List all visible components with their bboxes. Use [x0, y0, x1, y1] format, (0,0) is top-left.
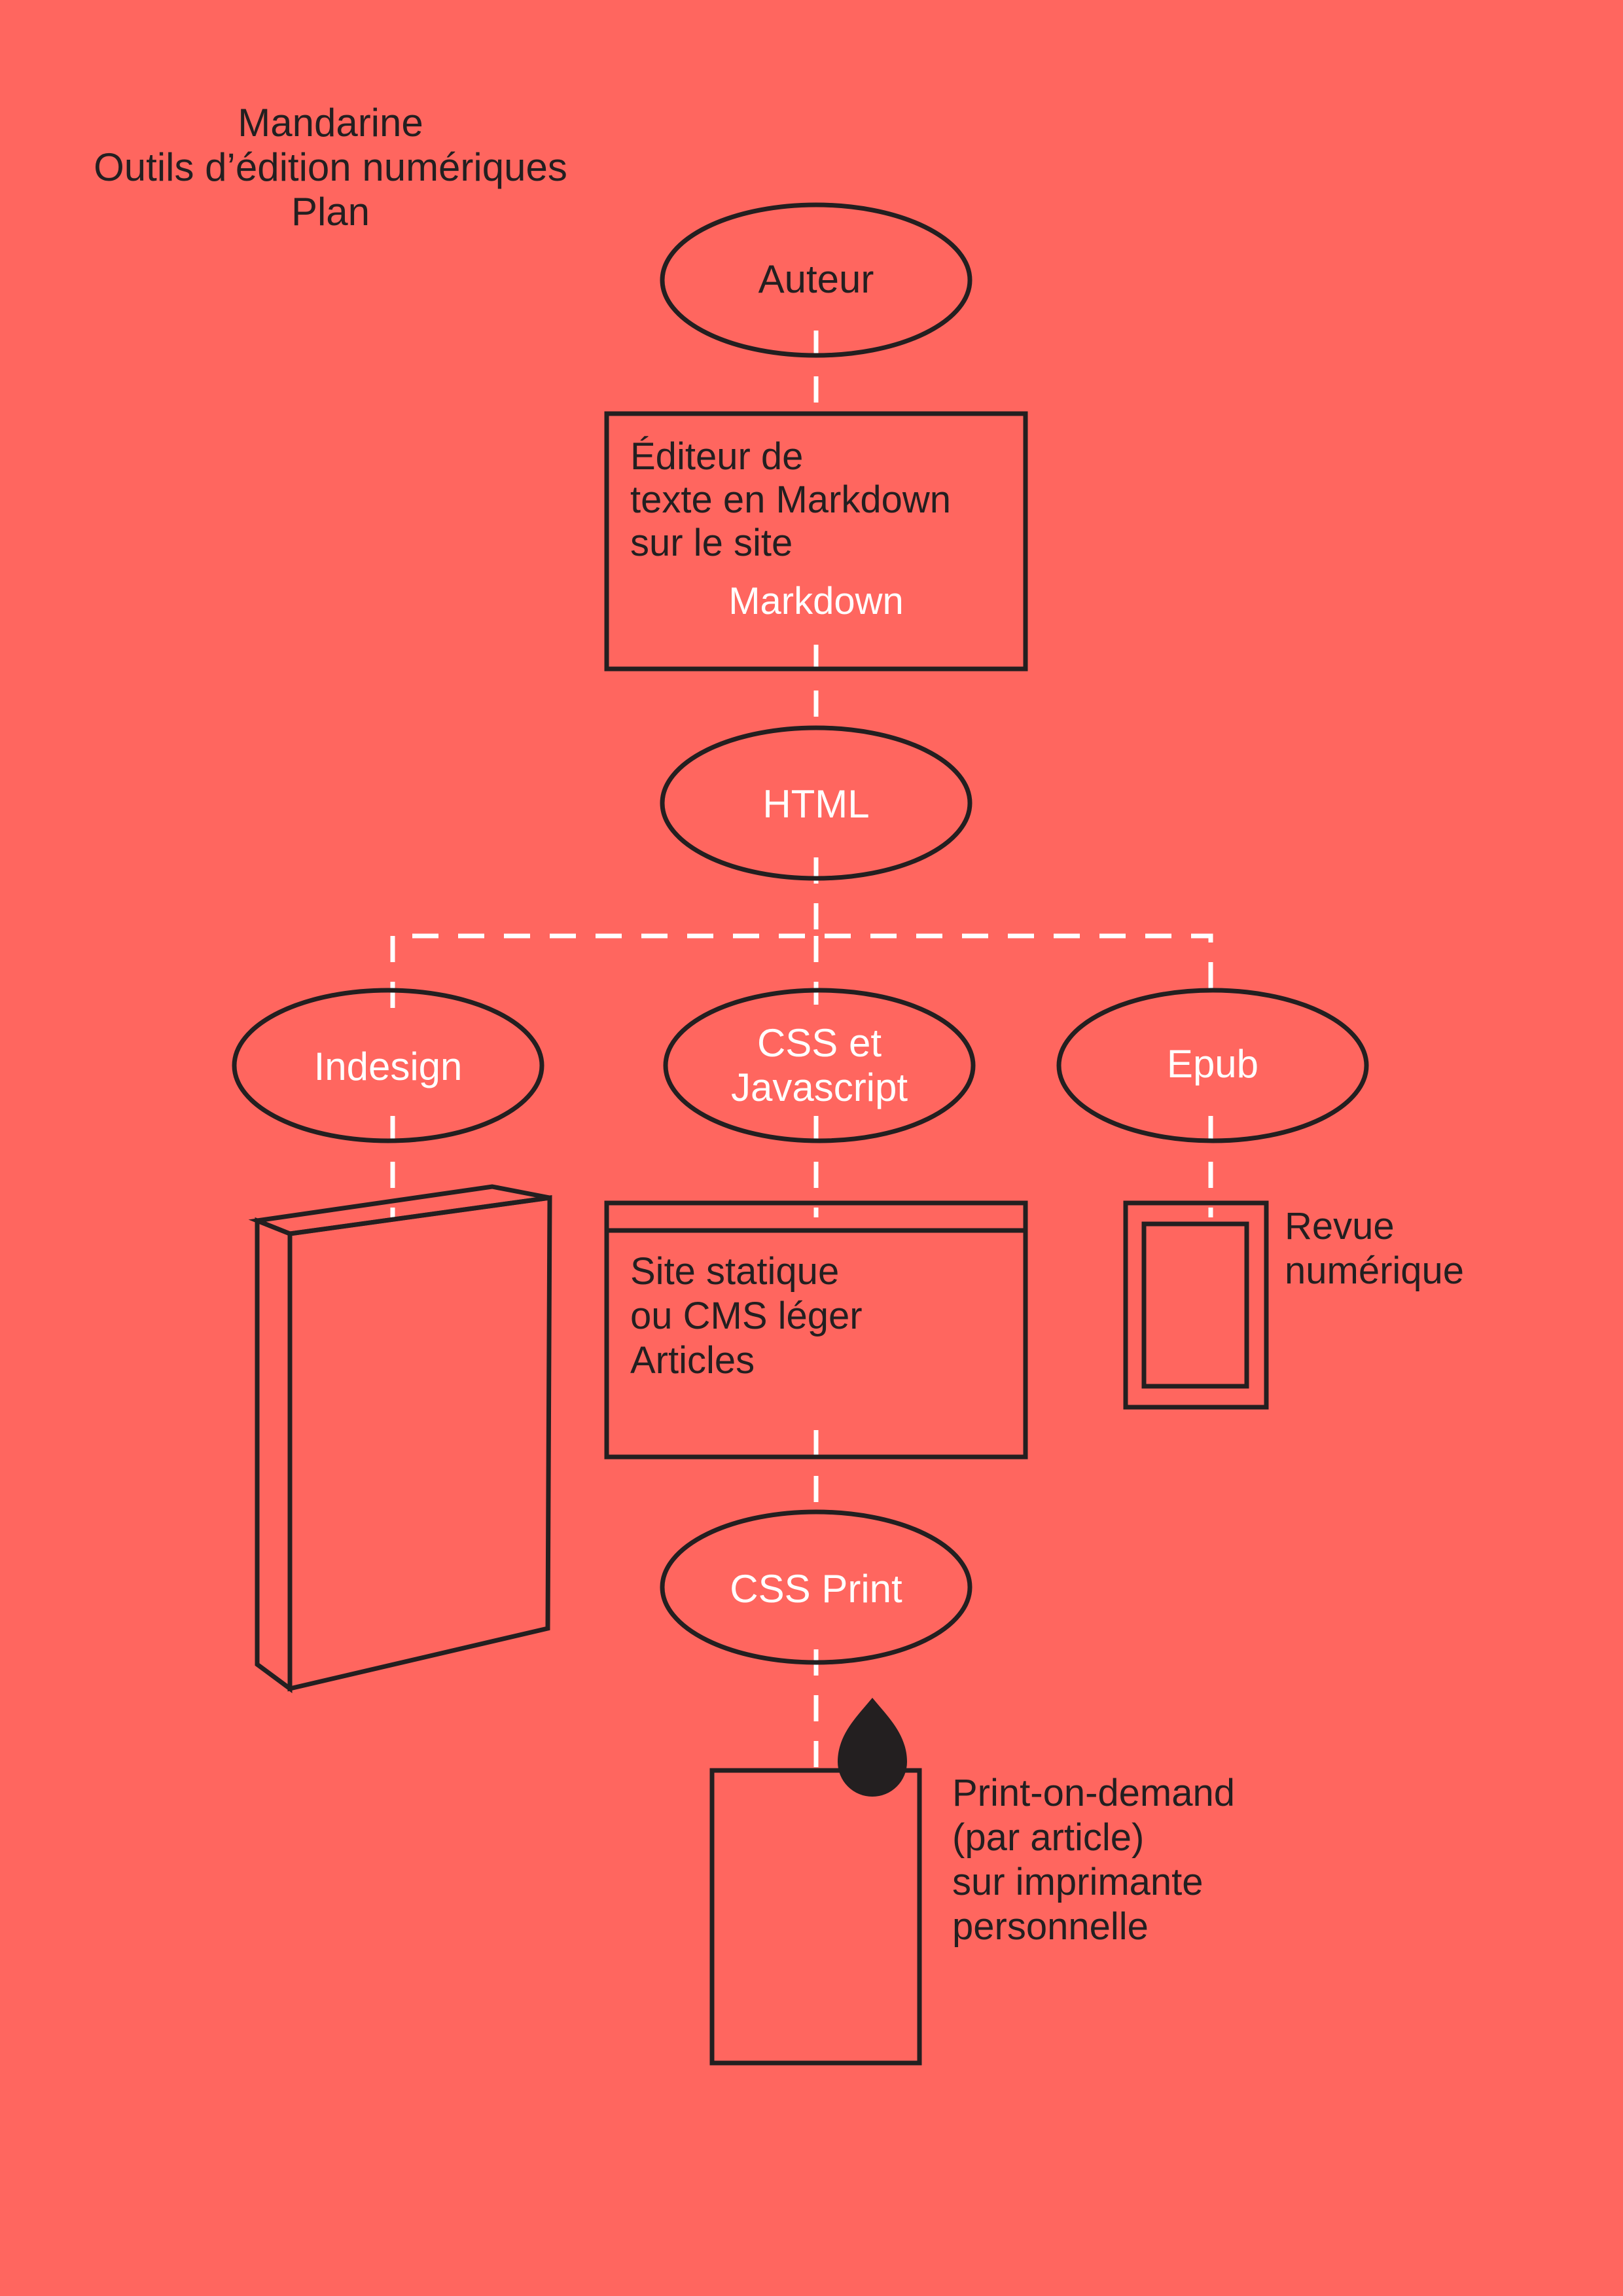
css-js-ellipse: [663, 988, 976, 1143]
editor-label-line-2: texte en Markdown: [630, 478, 951, 521]
epub-label: Epub: [1167, 1042, 1258, 1086]
site-label-line-2: ou CMS léger: [630, 1295, 863, 1337]
print-on-demand-label: Print-on-demand (par article) sur imprim…: [952, 1772, 1235, 1948]
node-epub: Epub: [1056, 988, 1369, 1143]
indesign-label: Indesign: [314, 1045, 463, 1088]
title-line-2: Outils d’édition numériques: [94, 145, 567, 189]
print-label-line-1: Print-on-demand: [952, 1772, 1235, 1814]
tablet-outer: [1123, 1200, 1269, 1410]
editor-label-line-1: Éditeur de: [630, 435, 803, 478]
revue-label-line-2: numérique: [1285, 1249, 1464, 1292]
node-auteur: Auteur: [660, 202, 972, 358]
diagram-title: Mandarine Outils d’édition numériques Pl…: [94, 101, 567, 234]
css-js-label-line-1: CSS et: [757, 1021, 882, 1065]
html-label: HTML: [762, 782, 869, 826]
connectors: [390, 331, 1213, 1777]
print-label-line-3: sur imprimante: [952, 1861, 1204, 1903]
auteur-ellipse: [660, 202, 972, 358]
print-label-line-2: (par article): [952, 1816, 1144, 1859]
node-html: HTML: [660, 725, 972, 881]
ink-drop-icon: [838, 1698, 907, 1797]
site-window: [604, 1200, 1028, 1460]
html-ellipse: [660, 725, 972, 881]
node-static-site: Site statique ou CMS léger Articles: [604, 1200, 1028, 1460]
paper-sheet-icon: [709, 1768, 922, 2066]
css-print-ellipse: [660, 1509, 972, 1665]
node-css-print: CSS Print: [660, 1509, 972, 1665]
paper-sheet: [709, 1768, 922, 2066]
book-cover: [287, 1194, 552, 1692]
indesign-ellipse: [232, 988, 544, 1143]
auteur-label: Auteur: [758, 257, 874, 301]
css-js-label-line-2: Javascript: [731, 1066, 908, 1109]
print-label-line-4: personnelle: [952, 1905, 1149, 1948]
title-line-1: Mandarine: [238, 101, 423, 145]
editor-box: [604, 411, 1028, 672]
tablet-screen: [1141, 1221, 1249, 1389]
revue-label-line-1: Revue: [1285, 1205, 1395, 1247]
book-spine: [255, 1217, 293, 1693]
node-markdown-editor: Éditeur de texte en Markdown sur le site…: [604, 411, 1028, 672]
epub-ellipse: [1056, 988, 1369, 1143]
book-top: [248, 1184, 550, 1236]
node-indesign: Indesign: [232, 988, 544, 1143]
site-label-line-3: Articles: [630, 1339, 755, 1382]
editor-format-label: Markdown: [728, 580, 904, 622]
tablet-icon: [1123, 1200, 1269, 1410]
css-print-label: CSS Print: [730, 1567, 902, 1611]
connector-branch-horizontal: [390, 933, 1213, 1008]
revue-numerique-label: Revue numérique: [1285, 1205, 1464, 1292]
site-label-line-1: Site statique: [630, 1250, 839, 1293]
editor-label-line-3: sur le site: [630, 522, 793, 564]
title-line-3: Plan: [291, 190, 370, 234]
node-css-javascript: CSS et Javascript: [663, 988, 976, 1143]
book-icon: [248, 1184, 552, 1693]
